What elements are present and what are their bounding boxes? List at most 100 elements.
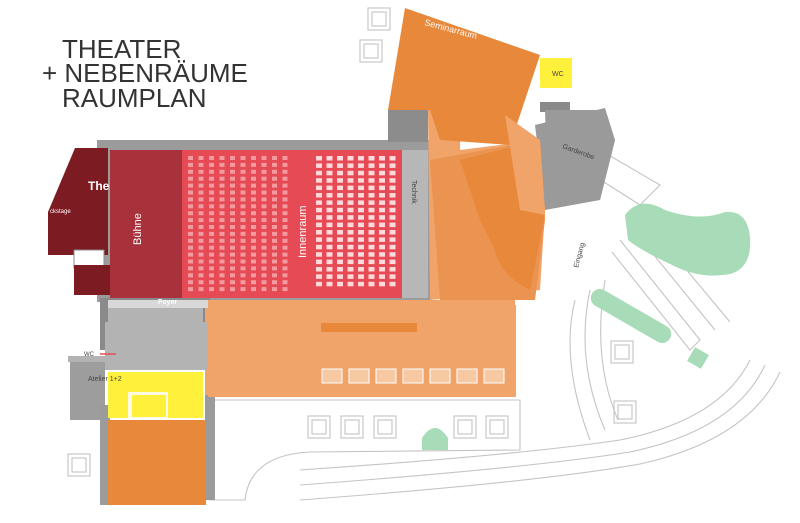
seat	[379, 267, 385, 272]
seat	[240, 190, 246, 195]
seat	[209, 287, 214, 292]
room-innenraum[interactable]	[182, 150, 402, 298]
seat	[198, 273, 204, 278]
seat	[272, 245, 277, 250]
seat	[389, 267, 396, 272]
outdoor-table	[359, 39, 383, 63]
seat	[282, 225, 288, 229]
outdoor-table	[485, 415, 509, 439]
seat	[316, 267, 322, 272]
seat	[209, 231, 214, 236]
seat	[230, 231, 235, 236]
seat	[326, 274, 333, 279]
seat	[326, 200, 333, 205]
room-theatre[interactable]	[48, 148, 108, 255]
room-wc-top[interactable]	[540, 58, 572, 88]
label-atelier: Atelier 1+2	[88, 376, 122, 383]
outdoor-table	[613, 400, 637, 424]
seat	[230, 197, 235, 202]
seat	[219, 204, 225, 209]
seat	[316, 252, 322, 257]
seat	[198, 190, 204, 195]
seat	[379, 222, 385, 228]
room-lower-orange[interactable]	[108, 420, 206, 505]
seat	[240, 211, 246, 216]
seat	[379, 215, 385, 220]
seat	[219, 225, 225, 229]
seat	[337, 274, 343, 279]
seat	[358, 222, 364, 228]
foyer-table	[375, 368, 397, 384]
seat	[219, 156, 225, 160]
seat	[261, 176, 267, 181]
seat	[282, 169, 288, 174]
seat	[230, 252, 235, 257]
seat	[230, 169, 235, 174]
seat	[198, 238, 204, 243]
foyer-tables	[321, 368, 505, 384]
seat	[272, 183, 277, 188]
seat	[347, 267, 354, 272]
seat	[347, 163, 354, 168]
seat	[198, 280, 204, 285]
seat	[251, 273, 256, 278]
seat	[209, 225, 214, 229]
seat	[358, 156, 364, 161]
seat	[198, 211, 204, 216]
title-line-1: THEATER	[62, 34, 181, 64]
seat	[188, 280, 193, 285]
room-garderobe[interactable]	[545, 110, 615, 200]
seat	[251, 245, 256, 250]
seat	[188, 169, 193, 174]
seat	[347, 193, 354, 198]
seat	[389, 163, 396, 168]
seat	[272, 197, 277, 202]
seat	[358, 267, 364, 272]
seat	[316, 207, 322, 213]
seat	[209, 218, 214, 223]
seat	[272, 225, 277, 229]
seat	[337, 156, 343, 161]
title-line-3: RAUMPLAN	[62, 83, 206, 113]
seat	[368, 200, 375, 205]
seat	[251, 280, 256, 285]
seat	[261, 287, 267, 292]
seat	[272, 162, 277, 167]
seat	[209, 252, 214, 257]
seat	[326, 185, 333, 191]
seat	[282, 204, 288, 209]
seat	[389, 259, 396, 265]
seat	[379, 193, 385, 198]
seat	[337, 207, 343, 213]
seat	[272, 280, 277, 285]
label-wc-top: WC	[552, 71, 564, 78]
seat	[347, 222, 354, 228]
seat	[240, 280, 246, 285]
seat	[251, 266, 256, 271]
room-seminarraum[interactable]	[388, 8, 540, 145]
foyer-table	[402, 368, 424, 384]
seat	[379, 237, 385, 242]
label-foyer: Foyer	[158, 299, 177, 306]
seat	[389, 207, 396, 213]
seat	[337, 244, 343, 250]
seat	[379, 156, 385, 161]
room-buehne[interactable]	[110, 150, 182, 298]
seat	[326, 237, 333, 242]
seat	[251, 169, 256, 174]
seat	[389, 215, 396, 220]
seat	[316, 185, 322, 191]
room-technik[interactable]	[402, 150, 428, 298]
seat	[368, 274, 375, 279]
seat	[188, 204, 193, 209]
seat	[272, 252, 277, 257]
seat	[316, 281, 322, 287]
seat	[261, 156, 267, 160]
seat	[230, 176, 235, 181]
seat	[389, 230, 396, 235]
seat	[188, 259, 193, 264]
seat	[198, 266, 204, 271]
seat	[188, 287, 193, 292]
seat	[209, 156, 214, 160]
seat	[230, 156, 235, 160]
